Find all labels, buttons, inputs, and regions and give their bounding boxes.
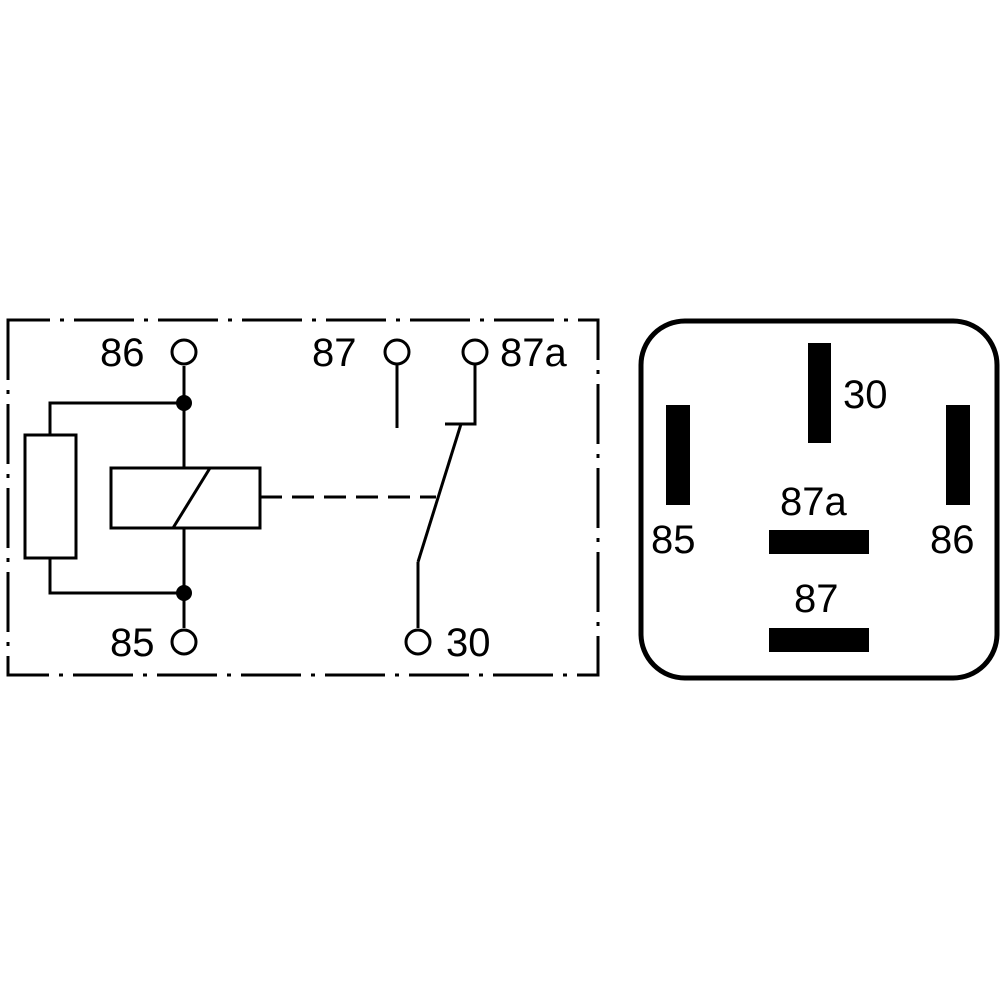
pin-label-87a: 87a xyxy=(780,480,847,524)
pin-87a xyxy=(769,530,869,554)
terminal-30 xyxy=(404,628,432,656)
relay-coil xyxy=(109,466,262,530)
label-85: 85 xyxy=(110,621,155,665)
pin-label-30: 30 xyxy=(843,373,888,417)
label-30: 30 xyxy=(446,621,491,665)
pin-87 xyxy=(769,628,869,652)
terminal-86 xyxy=(170,338,198,366)
relay-housing-outline xyxy=(638,318,1000,681)
terminal-85 xyxy=(170,628,198,656)
schematic-enclosure xyxy=(6,318,600,677)
terminal-87a xyxy=(461,338,489,366)
pin-label-85: 85 xyxy=(651,518,696,562)
coil-slash xyxy=(171,467,212,529)
terminal-87 xyxy=(383,338,411,366)
resistor-wire-bottom xyxy=(48,558,184,595)
pin-label-87: 87 xyxy=(794,577,839,621)
relay-schematic: 86 85 87 87a 30 xyxy=(6,318,600,677)
label-87: 87 xyxy=(312,331,357,375)
relay-pinout: 30 85 86 87a 87 xyxy=(638,318,1000,681)
pin-30 xyxy=(808,343,831,443)
junction-dot-top xyxy=(176,395,192,411)
pin-label-86: 86 xyxy=(930,518,975,562)
junction-dot-bottom xyxy=(176,585,192,601)
pin-86 xyxy=(946,405,970,505)
label-87a: 87a xyxy=(500,331,567,375)
resistor xyxy=(23,433,78,560)
label-86: 86 xyxy=(100,331,145,375)
contact-87a-wire xyxy=(445,365,477,426)
pin-85 xyxy=(666,405,690,505)
switch-blade xyxy=(416,423,463,563)
resistor-wire-top xyxy=(48,401,184,435)
